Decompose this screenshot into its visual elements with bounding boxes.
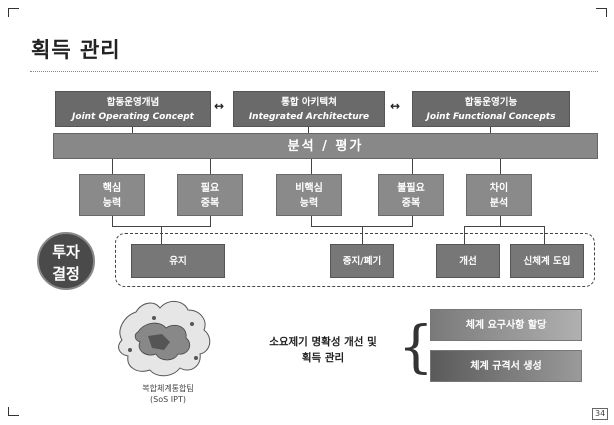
badge-line1: 투자	[52, 243, 80, 261]
box-label-line1: 불필요	[397, 183, 425, 194]
box-label-line1: 핵심	[102, 183, 122, 194]
connector-line	[112, 159, 113, 174]
map-marker	[152, 316, 156, 320]
map-marker	[194, 356, 198, 360]
caption-line1: 소요제기 명확성 개선 및	[269, 336, 377, 348]
connector-line	[490, 127, 491, 133]
investment-decision-group	[115, 233, 595, 287]
corner-mark-bottom-left	[8, 407, 19, 416]
connector-line	[464, 226, 465, 244]
new-system-box: 신체계 도입	[510, 244, 584, 278]
joint-functional-concepts-box: 합동운영기능 Joint Functional Concepts	[412, 91, 570, 127]
page-number: 34	[592, 408, 609, 420]
connector-line	[412, 216, 413, 227]
box-label-line2: 능력	[299, 198, 319, 209]
connector-line	[112, 216, 113, 226]
badge-line2: 결정	[52, 265, 80, 283]
double-arrow-icon: ↔	[214, 99, 225, 113]
corner-mark-top-left	[8, 8, 19, 17]
box-label-line2: 중복	[401, 198, 421, 209]
connector-line	[210, 216, 211, 227]
connector-line	[500, 159, 501, 174]
map-region-detail	[148, 334, 170, 350]
box-label-line1: 비핵심	[295, 183, 323, 194]
box-label-en: Joint Operating Concept	[72, 112, 194, 122]
box-label-ko: 통합 아키텍쳐	[281, 97, 337, 108]
connector-line	[500, 216, 501, 226]
investment-decision-badge: 투자 결정	[37, 232, 95, 290]
title-divider	[30, 71, 598, 72]
connector-line	[311, 159, 312, 174]
corner-mark-top-right	[596, 8, 607, 17]
connector-line	[161, 226, 162, 244]
box-label-en: Joint Functional Concepts	[426, 112, 556, 122]
sos-ipt-map-illustration	[118, 301, 211, 377]
connector-line	[464, 226, 544, 227]
box-label-line1: 필요	[200, 183, 220, 194]
box-label-line1: 차이	[489, 183, 509, 194]
connector-line	[311, 216, 312, 226]
connector-line	[544, 226, 545, 244]
map-marker	[128, 348, 132, 352]
gap-analysis-box: 차이 분석	[466, 174, 532, 216]
connector-line	[362, 226, 363, 244]
maintain-box: 유지	[131, 244, 225, 278]
joint-operating-concept-box: 합동운영개념 Joint Operating Concept	[55, 91, 211, 127]
connector-line	[132, 127, 133, 133]
sos-ipt-label: 복합체계통합팀 (SoS IPT)	[108, 383, 228, 405]
system-requirements-allocation-box: 체계 요구사항 할당	[430, 309, 582, 341]
connector-line	[412, 159, 413, 174]
curly-brace-icon: {	[398, 315, 434, 380]
unnecessary-overlap-box: 불필요 중복	[378, 174, 444, 216]
page-title: 획득 관리	[31, 38, 121, 62]
box-label-ko: 합동운영기능	[464, 97, 518, 108]
improve-box: 개선	[436, 244, 500, 278]
box-label-line2: 분석	[489, 198, 509, 209]
map-label-line2: (SoS IPT)	[150, 395, 186, 404]
box-label-ko: 합동운영개념	[106, 97, 160, 108]
connector-line	[308, 127, 309, 133]
system-specification-generation-box: 체계 규격서 생성	[430, 350, 582, 382]
box-label-line2: 중복	[200, 198, 220, 209]
double-arrow-icon: ↔	[390, 99, 401, 113]
stop-discard-box: 중지/폐기	[330, 244, 394, 278]
map-marker	[190, 322, 194, 326]
integrated-architecture-box: 통합 아키텍쳐 Integrated Architecture	[233, 91, 385, 127]
required-overlap-box: 필요 중복	[177, 174, 243, 216]
acquisition-management-caption: 소요제기 명확성 개선 및 획득 관리	[248, 334, 398, 366]
analysis-evaluation-band: 분석 / 평가	[53, 133, 598, 159]
core-capability-box: 핵심 능력	[79, 174, 145, 216]
map-label-line1: 복합체계통합팀	[142, 384, 194, 393]
caption-line2: 획득 관리	[301, 352, 345, 364]
box-label-en: Integrated Architecture	[248, 112, 370, 122]
non-core-capability-box: 비핵심 능력	[276, 174, 342, 216]
box-label-line2: 능력	[102, 198, 122, 209]
connector-line	[210, 159, 211, 174]
